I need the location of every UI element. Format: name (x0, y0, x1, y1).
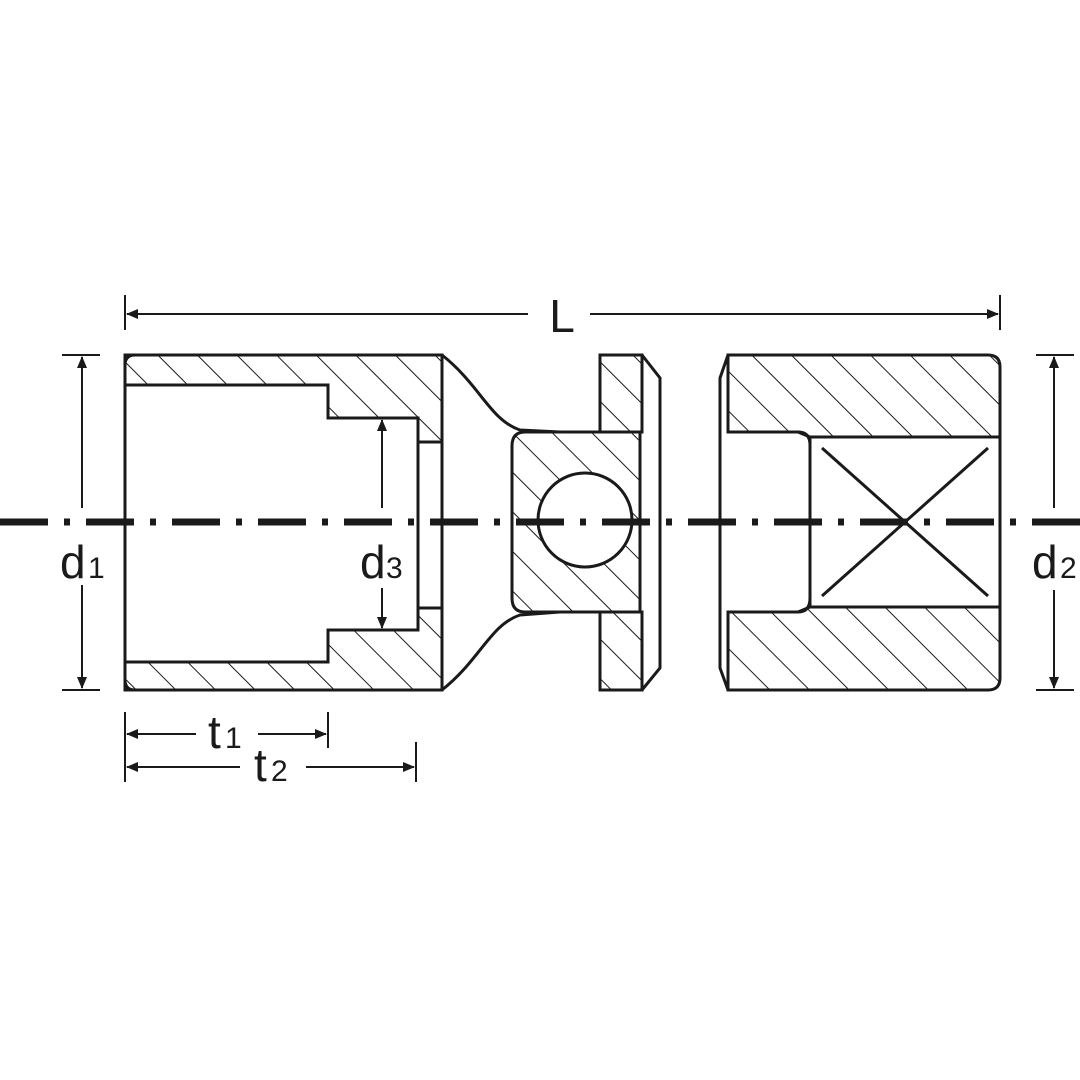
label-d3-subscript: 3 (386, 552, 403, 585)
dimension-t2: t 2 (126, 739, 417, 791)
label-t1: t (208, 706, 221, 758)
label-d3: d (360, 536, 386, 588)
dimension-d3: d 3 (360, 419, 403, 629)
left-socket-top-wall (123, 353, 444, 444)
joint-neck-bottom (441, 610, 561, 692)
label-d1-subscript: 1 (88, 552, 105, 585)
label-d2-subscript: 2 (1060, 552, 1077, 585)
label-d2: d (1032, 536, 1058, 588)
left-socket-body (123, 353, 444, 692)
left-socket-bottom-wall (123, 606, 444, 692)
right-flange-top (598, 353, 644, 434)
label-t2: t (254, 739, 267, 791)
right-socket-body (598, 353, 1002, 692)
dimension-L: L (124, 290, 1001, 342)
right-socket-top-wall (726, 353, 1002, 439)
label-t2-subscript: 2 (271, 755, 288, 788)
label-t1-subscript: 1 (225, 722, 242, 755)
joint-neck-top (441, 353, 561, 434)
right-socket-bottom-wall (726, 605, 1002, 692)
right-flange-bottom (598, 610, 644, 692)
dimension-t1: t 1 (124, 706, 329, 782)
label-L: L (549, 290, 575, 342)
label-d1: d (60, 536, 86, 588)
dimension-d2: d 2 (1032, 354, 1077, 691)
dimension-d1: d 1 (60, 354, 105, 691)
